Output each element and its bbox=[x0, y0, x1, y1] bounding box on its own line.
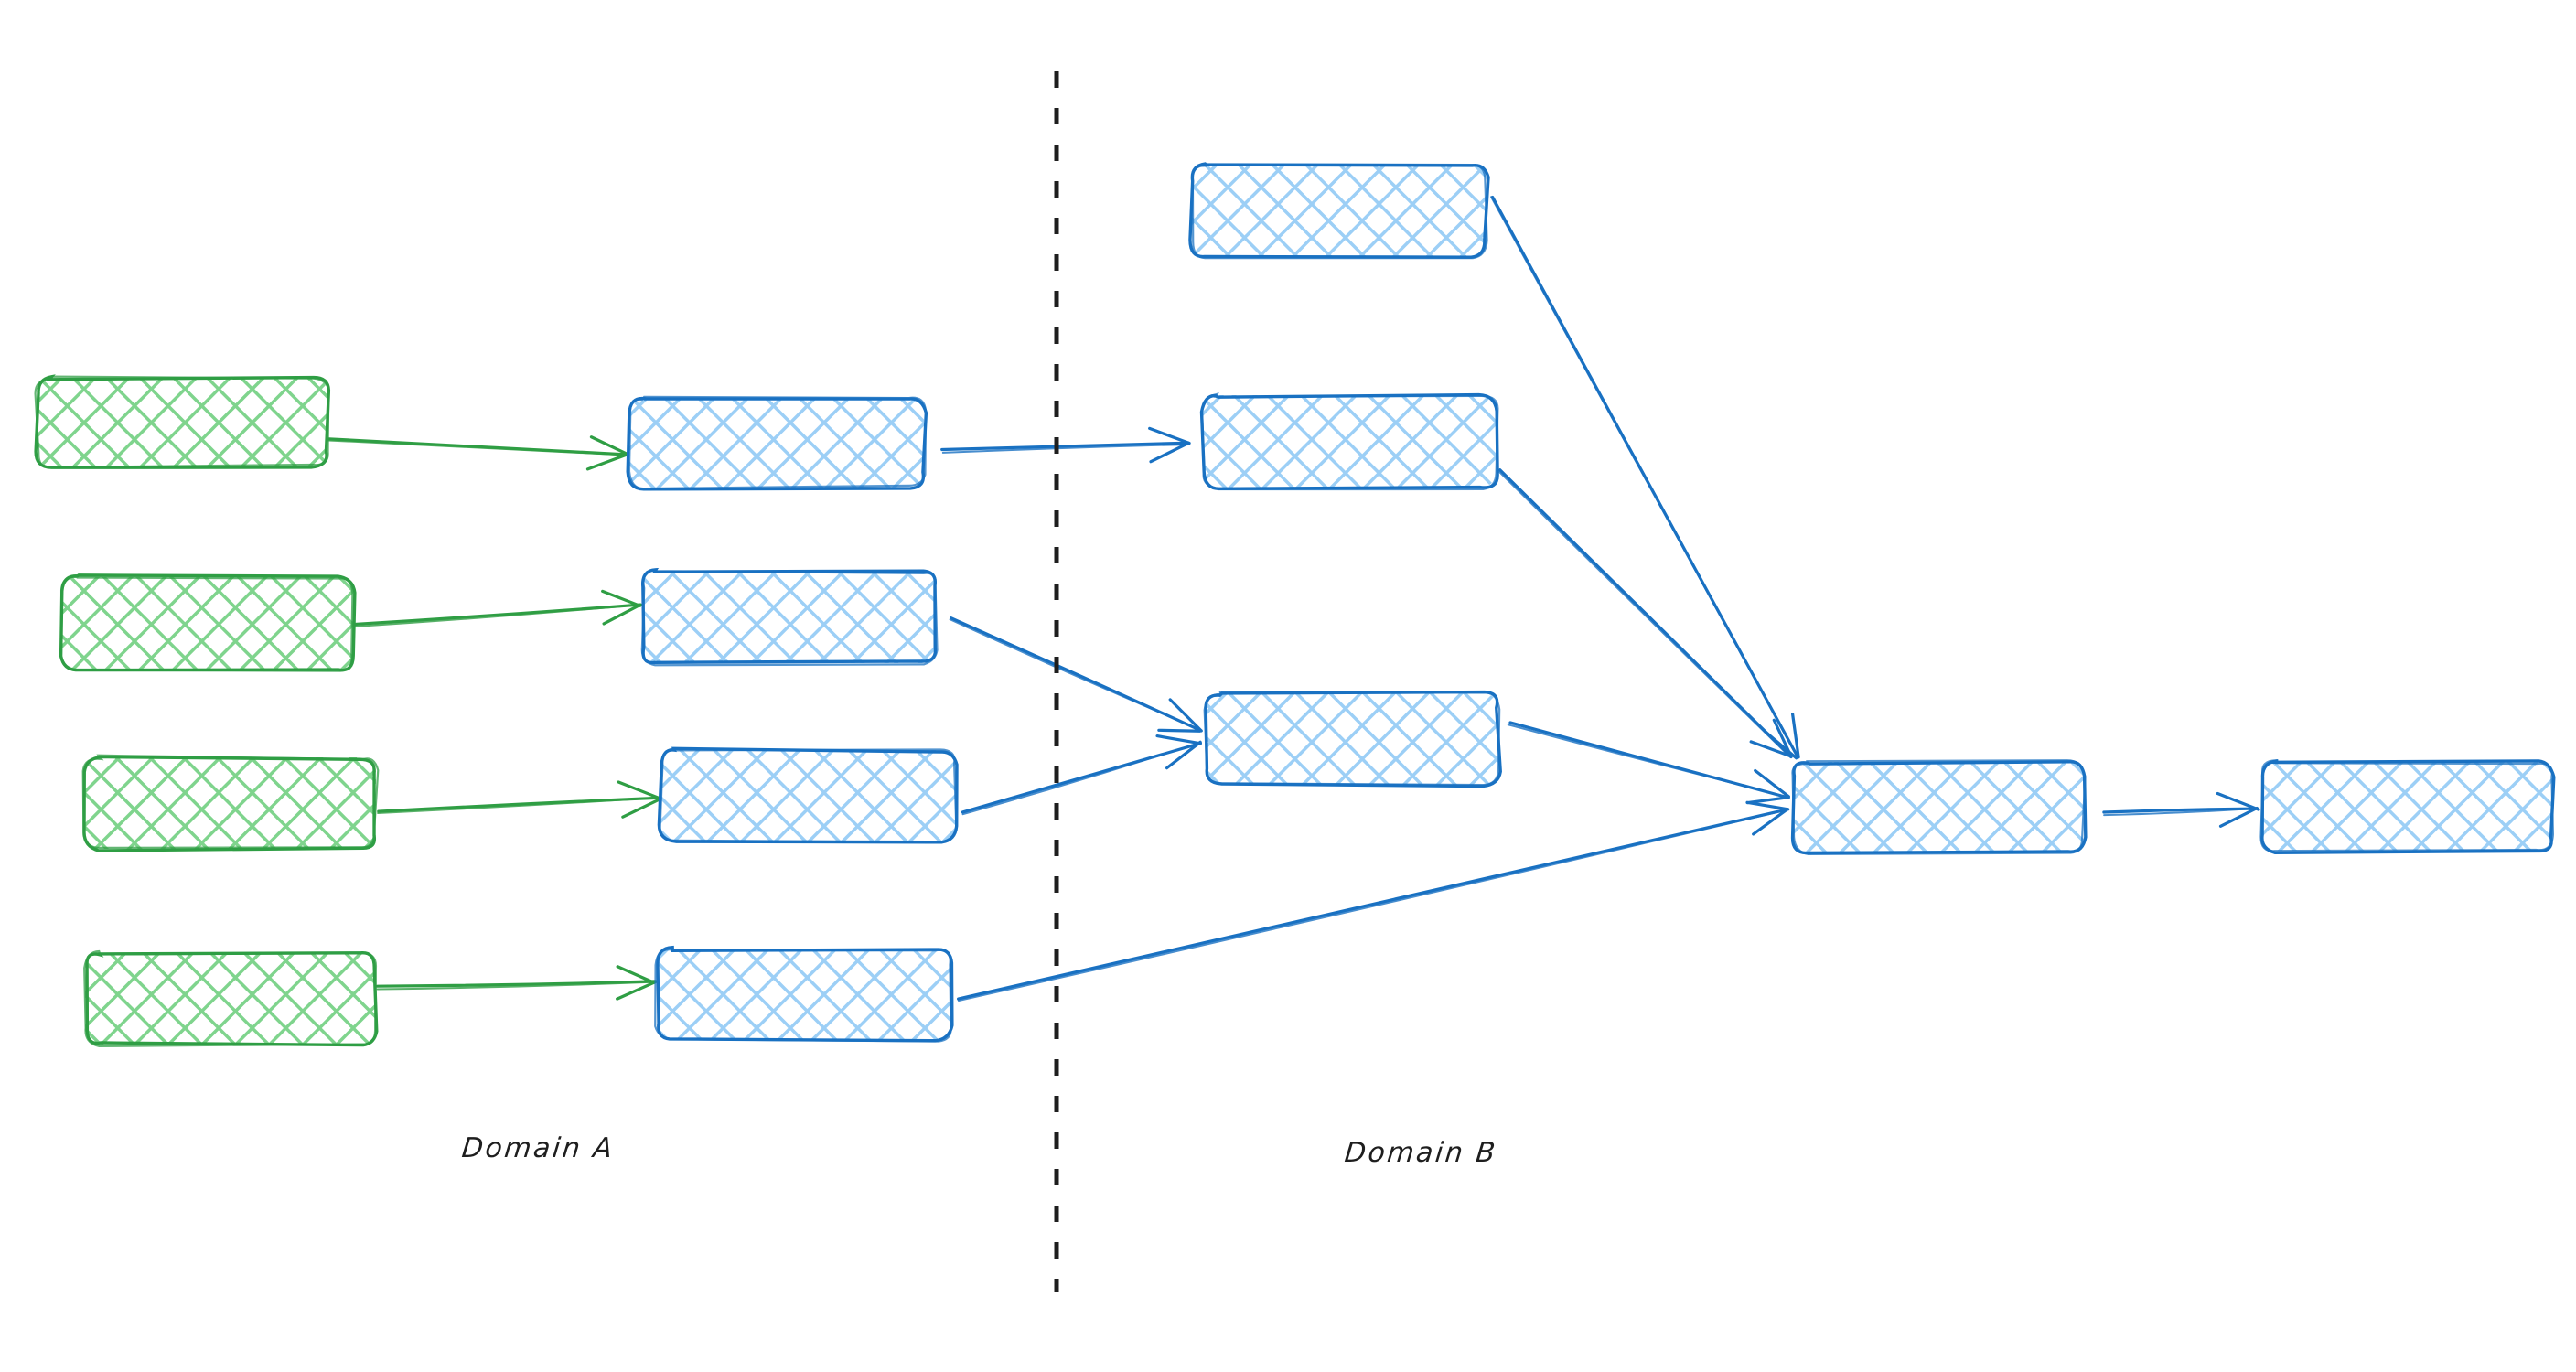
edge-arrowhead bbox=[2216, 791, 2260, 811]
node-c3[interactable] bbox=[1203, 690, 1502, 788]
node-outline bbox=[654, 949, 952, 1043]
node-fill bbox=[629, 398, 924, 488]
node-c1[interactable] bbox=[1188, 162, 1490, 260]
edge-shaft bbox=[941, 443, 1190, 454]
edge-arrowhead bbox=[621, 798, 661, 819]
nodes-layer bbox=[34, 162, 2556, 1047]
edge-arrowhead bbox=[1148, 426, 1191, 445]
node-fill bbox=[1793, 762, 2084, 852]
node-outline bbox=[628, 395, 928, 490]
node-a4[interactable] bbox=[83, 949, 379, 1047]
node-fill bbox=[85, 757, 376, 849]
node-a2[interactable] bbox=[59, 573, 357, 672]
node-outline bbox=[1201, 392, 1499, 491]
edge-shaft bbox=[961, 741, 1202, 816]
edge-b1-c2[interactable] bbox=[940, 426, 1191, 464]
domain-b-label: Domain B bbox=[1343, 1137, 1499, 1169]
edge-shaft bbox=[1498, 468, 1793, 759]
node-outline bbox=[83, 949, 377, 1047]
node-outline bbox=[34, 375, 330, 469]
node-b1[interactable] bbox=[626, 395, 928, 491]
node-d1[interactable] bbox=[1790, 759, 2088, 855]
edge-a1-b1[interactable] bbox=[327, 435, 630, 471]
edge-arrowhead bbox=[1157, 728, 1202, 733]
node-outline bbox=[59, 575, 354, 672]
node-b4[interactable] bbox=[654, 945, 954, 1043]
node-outline bbox=[81, 754, 380, 849]
edge-arrowhead bbox=[1745, 796, 1790, 805]
edge-b2-c3[interactable] bbox=[949, 616, 1203, 733]
node-a1[interactable] bbox=[34, 374, 331, 469]
node-fill bbox=[657, 949, 951, 1040]
edge-b3-c3[interactable] bbox=[961, 734, 1202, 816]
node-outline bbox=[659, 747, 958, 843]
node-fill bbox=[642, 572, 937, 663]
edge-arrowhead bbox=[1165, 740, 1202, 770]
edge-arrowhead bbox=[1749, 740, 1792, 758]
edge-a3-b3[interactable] bbox=[377, 780, 661, 819]
node-outline bbox=[2259, 759, 2555, 852]
edge-a2-b2[interactable] bbox=[353, 589, 642, 628]
edge-arrowhead bbox=[2218, 806, 2259, 828]
edge-arrowhead bbox=[1772, 718, 1793, 758]
edge-d1-e1[interactable] bbox=[2102, 791, 2260, 828]
node-fill bbox=[1191, 165, 1487, 256]
edge-shaft bbox=[957, 809, 1790, 1002]
edge-shaft bbox=[327, 439, 628, 456]
edge-arrowhead bbox=[1745, 800, 1790, 811]
edge-shaft bbox=[376, 980, 658, 988]
edge-shaft bbox=[2103, 807, 2259, 817]
node-outline bbox=[640, 568, 939, 667]
node-b2[interactable] bbox=[640, 568, 939, 667]
node-fill bbox=[85, 953, 376, 1045]
edge-shaft bbox=[940, 441, 1190, 452]
edge-shaft bbox=[1497, 470, 1792, 758]
node-fill bbox=[62, 577, 353, 670]
edge-arrowhead bbox=[589, 435, 629, 456]
node-outline bbox=[1191, 163, 1488, 260]
node-outline bbox=[1203, 691, 1501, 787]
edge-arrowhead bbox=[1752, 808, 1789, 836]
node-e1[interactable] bbox=[2259, 758, 2556, 854]
edge-c1-d1[interactable] bbox=[1490, 195, 1800, 760]
node-outline bbox=[82, 755, 377, 852]
edge-shaft bbox=[354, 604, 641, 628]
edge-arrowhead bbox=[602, 603, 642, 626]
edge-shaft bbox=[1490, 196, 1799, 759]
domain-a-label: Domain A bbox=[460, 1132, 617, 1164]
edge-arrowhead bbox=[1149, 441, 1190, 464]
edge-c3-d1[interactable] bbox=[1507, 721, 1790, 805]
node-fill bbox=[660, 750, 955, 841]
edge-arrowhead bbox=[1155, 734, 1202, 745]
edge-arrowhead bbox=[1168, 698, 1203, 733]
edges-layer bbox=[327, 195, 2260, 1002]
edge-shaft bbox=[1507, 724, 1790, 799]
edge-shaft bbox=[956, 808, 1790, 1001]
node-fill bbox=[1206, 693, 1498, 785]
node-fill bbox=[1203, 395, 1496, 488]
edge-arrowhead bbox=[585, 452, 630, 471]
edge-shaft bbox=[949, 618, 1201, 731]
node-fill bbox=[2261, 762, 2552, 851]
node-c2[interactable] bbox=[1199, 392, 1499, 491]
node-a3[interactable] bbox=[81, 754, 380, 852]
edge-arrowhead bbox=[601, 589, 642, 607]
edge-arrowhead bbox=[617, 780, 660, 800]
edge-a4-b4[interactable] bbox=[376, 965, 658, 1001]
edge-shaft bbox=[376, 981, 656, 991]
node-b3[interactable] bbox=[657, 746, 959, 844]
node-outline bbox=[1791, 759, 2087, 855]
edge-shaft bbox=[377, 797, 660, 814]
edge-arrowhead bbox=[616, 965, 656, 984]
edge-c2-d1[interactable] bbox=[1497, 468, 1793, 759]
node-fill bbox=[37, 378, 327, 466]
edge-arrowhead bbox=[1791, 713, 1800, 759]
edge-b4-d1[interactable] bbox=[956, 800, 1790, 1002]
edge-arrowhead bbox=[1754, 768, 1790, 799]
edge-arrowhead bbox=[616, 980, 658, 1001]
